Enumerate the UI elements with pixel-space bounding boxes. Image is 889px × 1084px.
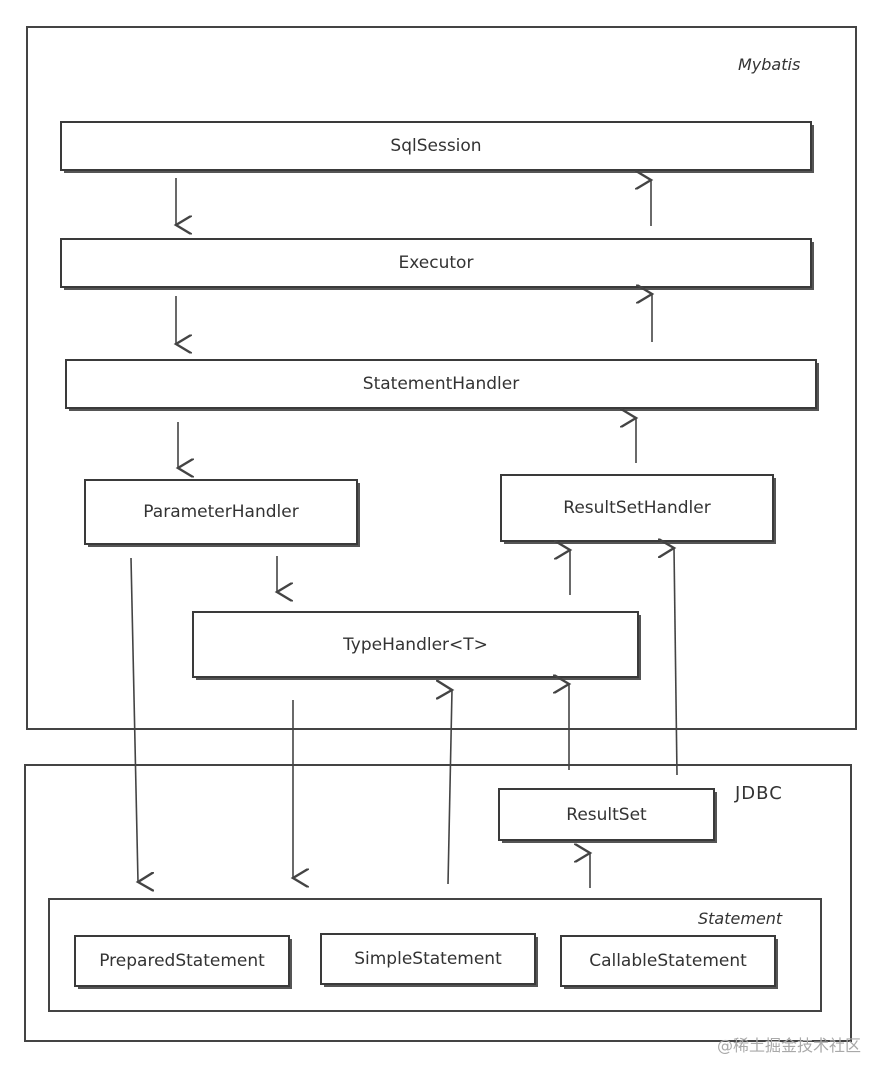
jdbc-frame bbox=[24, 764, 852, 1042]
watermark: @稀土掘金技术社区 bbox=[716, 1036, 861, 1055]
statement-label: Statement bbox=[698, 909, 783, 928]
jdbc-label: JDBC bbox=[735, 783, 783, 804]
statement-group bbox=[48, 898, 822, 1012]
mybatis-frame bbox=[26, 26, 857, 730]
mybatis-label: Mybatis bbox=[738, 55, 801, 74]
arrow-statement-to-typehandler bbox=[448, 690, 452, 885]
arrow-parameterhandler-to-preparedstatement bbox=[130, 557, 138, 882]
arrow-resultset-to-resultsethandler bbox=[674, 548, 678, 776]
